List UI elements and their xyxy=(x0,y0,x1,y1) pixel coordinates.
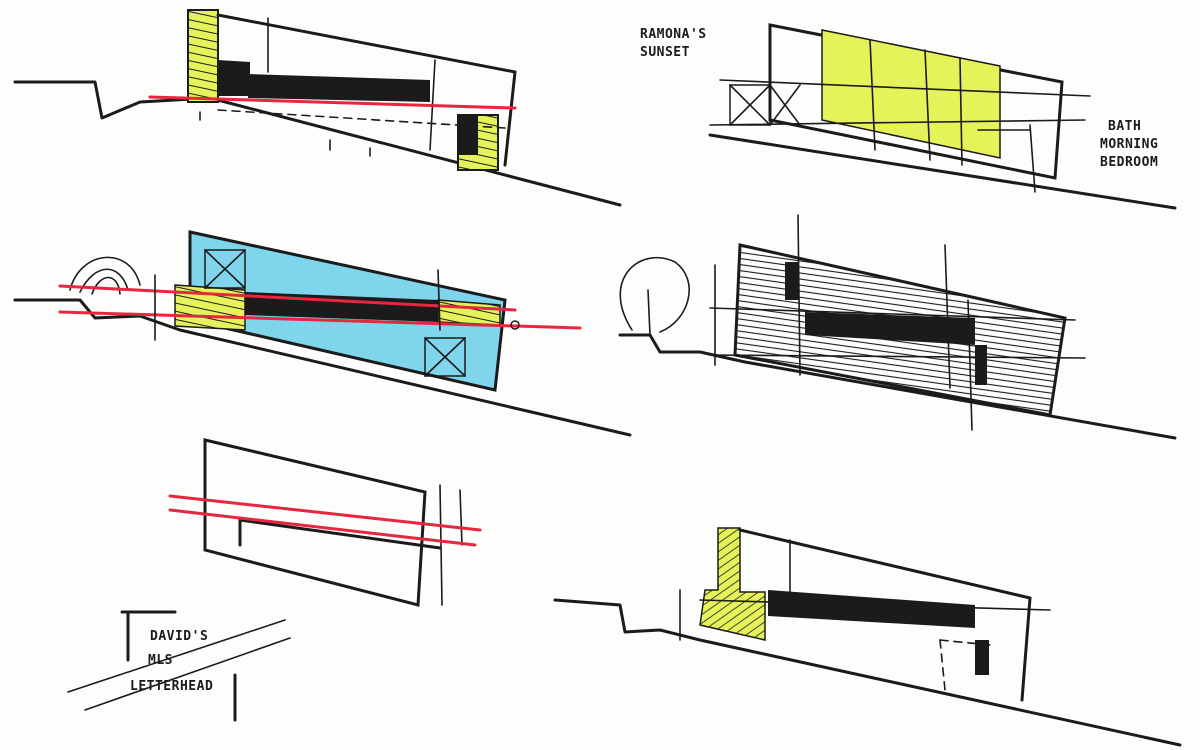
sketch-elevation-6 xyxy=(553,527,1182,747)
morning-annotation: BATH MORNING BEDROOM xyxy=(1100,119,1158,170)
svg-text:SUNSET: SUNSET xyxy=(640,45,690,60)
svg-text:RAMONA'S: RAMONA'S xyxy=(640,27,707,42)
sketch-elevation-4 xyxy=(618,214,1177,440)
svg-text:BATH: BATH xyxy=(1108,119,1141,134)
sunset-line-1: RAMONA'S xyxy=(640,27,707,42)
sketch-elevation-1 xyxy=(13,9,622,207)
letterhead-line-3: LETTERHEAD xyxy=(130,679,213,694)
letterhead-line-2: MLS xyxy=(148,653,173,668)
sketch-diagram-5 xyxy=(168,438,482,607)
letterhead-line-1: DAVID'S xyxy=(150,629,208,644)
svg-text:LETTERHEAD: LETTERHEAD xyxy=(130,679,213,694)
svg-text:DAVID'S: DAVID'S xyxy=(150,629,208,644)
svg-text:BEDROOM: BEDROOM xyxy=(1100,155,1158,170)
svg-text:MLS: MLS xyxy=(148,653,173,668)
morning-line-3: BEDROOM xyxy=(1100,155,1158,170)
sketch-elevation-3 xyxy=(13,230,632,437)
svg-text:MORNING: MORNING xyxy=(1100,137,1158,152)
sunset-line-2: SUNSET xyxy=(640,45,690,60)
morning-line-1: BATH xyxy=(1108,119,1141,134)
letterhead-annotation: DAVID'S MLS LETTERHEAD xyxy=(67,610,291,722)
sketch-elevation-2 xyxy=(708,23,1177,210)
morning-line-2: MORNING xyxy=(1100,137,1158,152)
sunset-annotation: RAMONA'S SUNSET xyxy=(640,27,707,60)
